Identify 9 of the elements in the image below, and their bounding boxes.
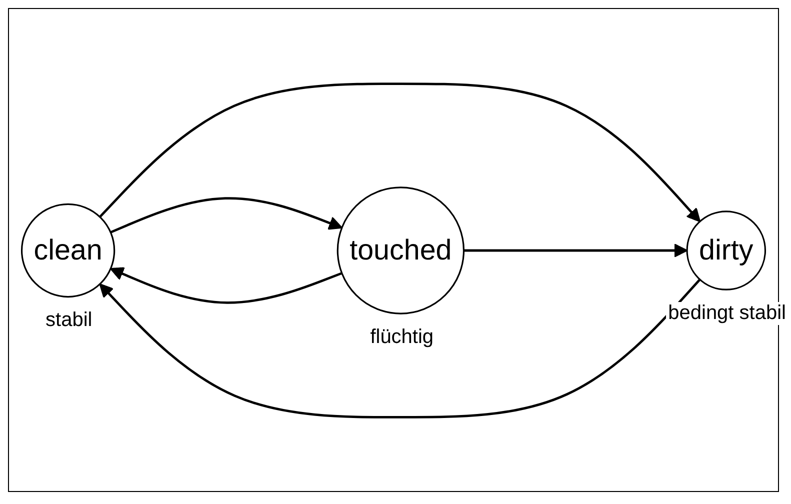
node-circle <box>686 210 766 290</box>
node-circle <box>336 186 465 314</box>
node-circle <box>20 202 116 298</box>
arrow <box>110 196 342 233</box>
arrow <box>99 278 701 418</box>
arrow <box>464 242 688 257</box>
arrow <box>99 82 701 222</box>
arrow <box>110 266 342 304</box>
state-caption: bedingt stabil <box>666 302 788 326</box>
